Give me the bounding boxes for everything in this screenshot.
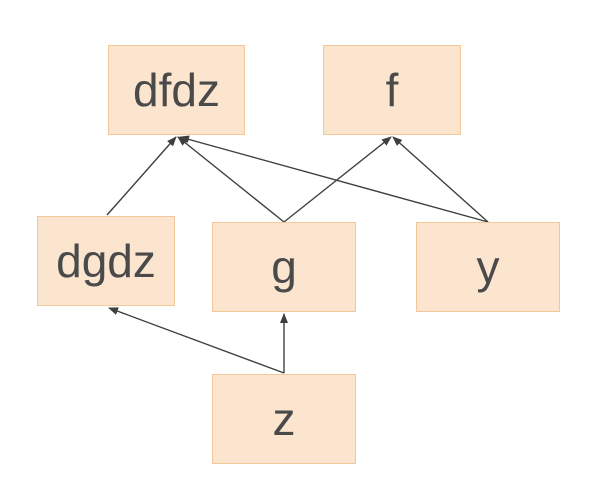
edge-g-to-f [283,136,392,223]
edge-g-to-dfdz [177,136,285,223]
node-y-label: y [476,241,500,293]
edge-y-to-dfdz [179,135,489,223]
node-dfdz: dfdz [108,45,245,135]
node-dgdz: dgdz [37,216,175,306]
node-y: y [416,222,560,312]
node-z-label: z [272,393,296,445]
node-g-label: g [271,241,297,293]
node-g: g [212,222,356,312]
edge-y-to-f [392,136,489,223]
edge-z-to-dgdz [108,307,285,374]
node-dfdz-label: dfdz [133,64,220,116]
node-f-label: f [385,64,399,116]
node-z: z [212,374,356,464]
node-f: f [323,45,461,135]
node-dgdz-label: dgdz [56,235,156,287]
edge-dgdz-to-dfdz [106,136,177,216]
